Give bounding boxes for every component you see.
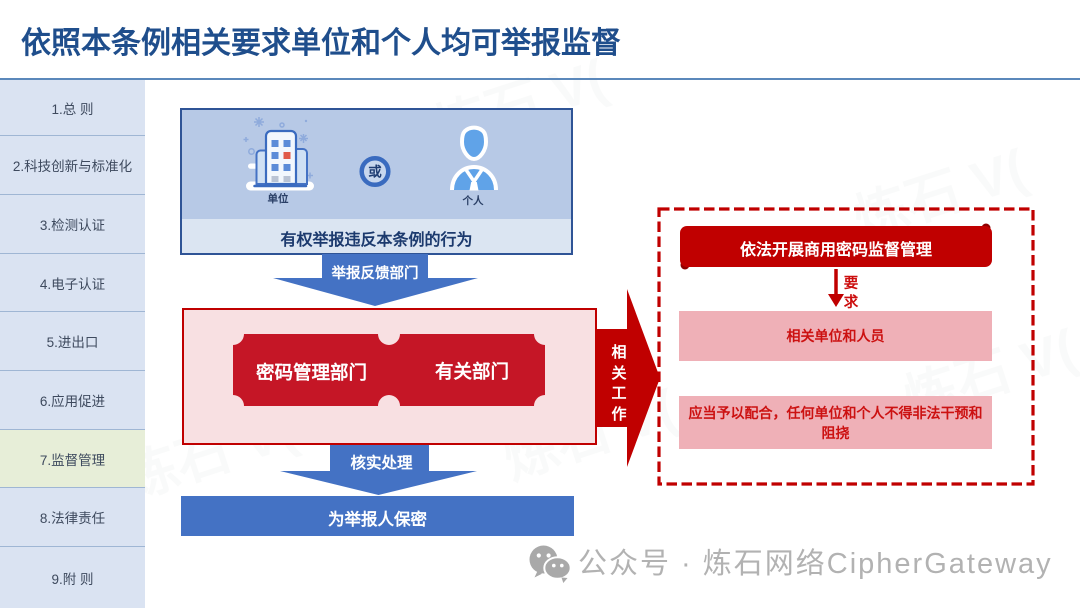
svg-text:或: 或 <box>368 164 382 180</box>
